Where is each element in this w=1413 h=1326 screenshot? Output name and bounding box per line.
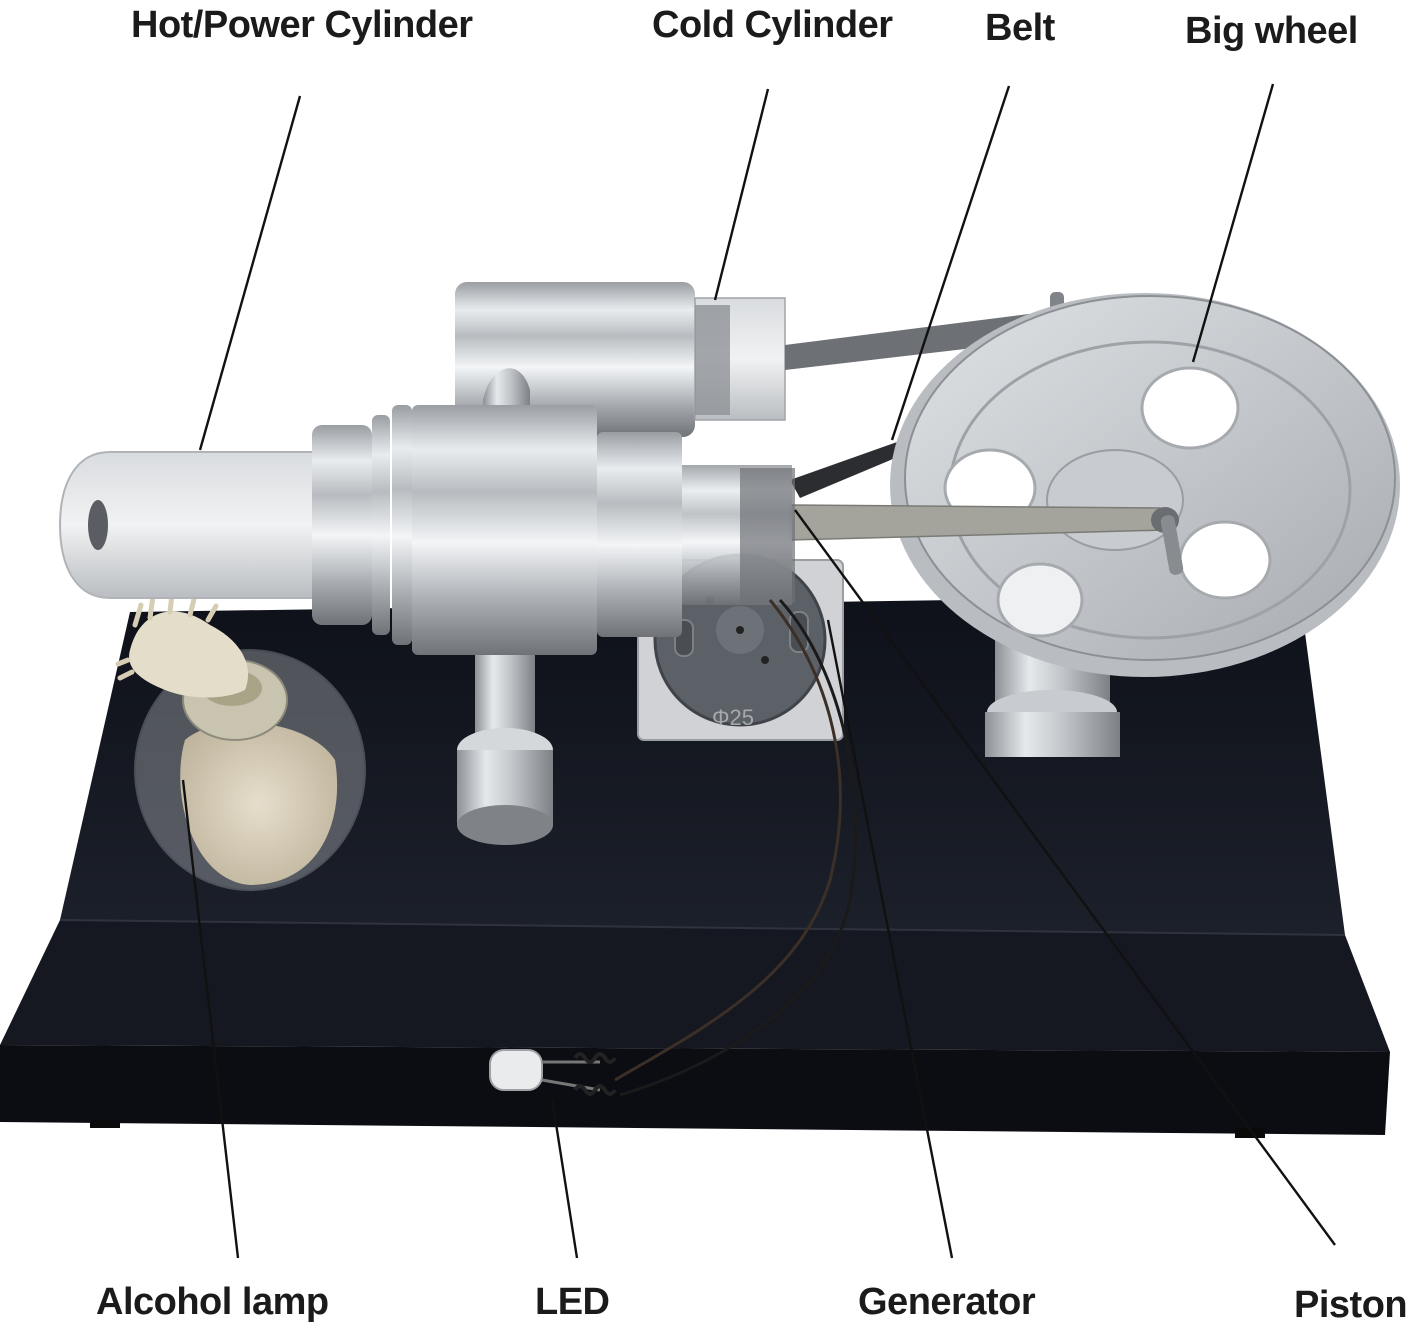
leader-cold-cylinder bbox=[713, 88, 770, 301]
label-generator: Generator bbox=[858, 1281, 1036, 1323]
led bbox=[489, 1049, 617, 1096]
label-big-wheel: Big wheel bbox=[1185, 10, 1358, 52]
label-piston: Piston bbox=[1294, 1284, 1408, 1326]
piston-arm bbox=[789, 504, 1184, 575]
leader-big-wheel bbox=[1191, 83, 1275, 363]
label-hot-power-cylinder: Hot/Power Cylinder bbox=[131, 4, 473, 46]
leader-generator bbox=[826, 619, 954, 1259]
leader-hot-power-cylinder bbox=[198, 95, 302, 451]
cold-cylinder bbox=[455, 282, 786, 437]
leader-lines bbox=[181, 83, 1336, 1259]
label-led: LED bbox=[535, 1281, 610, 1323]
hot-power-cylinder bbox=[58, 405, 795, 655]
label-belt: Belt bbox=[985, 7, 1055, 49]
led-wires bbox=[614, 598, 858, 1097]
alcohol-lamp bbox=[115, 591, 366, 891]
leader-alcohol-lamp bbox=[181, 779, 240, 1259]
label-cold-cylinder: Cold Cylinder bbox=[652, 4, 893, 46]
generator-marking: Φ25 bbox=[712, 705, 754, 730]
big-wheel bbox=[890, 293, 1400, 677]
leader-piston bbox=[794, 509, 1336, 1246]
leader-led bbox=[550, 1097, 579, 1259]
leader-belt bbox=[890, 85, 1011, 441]
label-alcohol-lamp: Alcohol lamp bbox=[96, 1281, 329, 1323]
